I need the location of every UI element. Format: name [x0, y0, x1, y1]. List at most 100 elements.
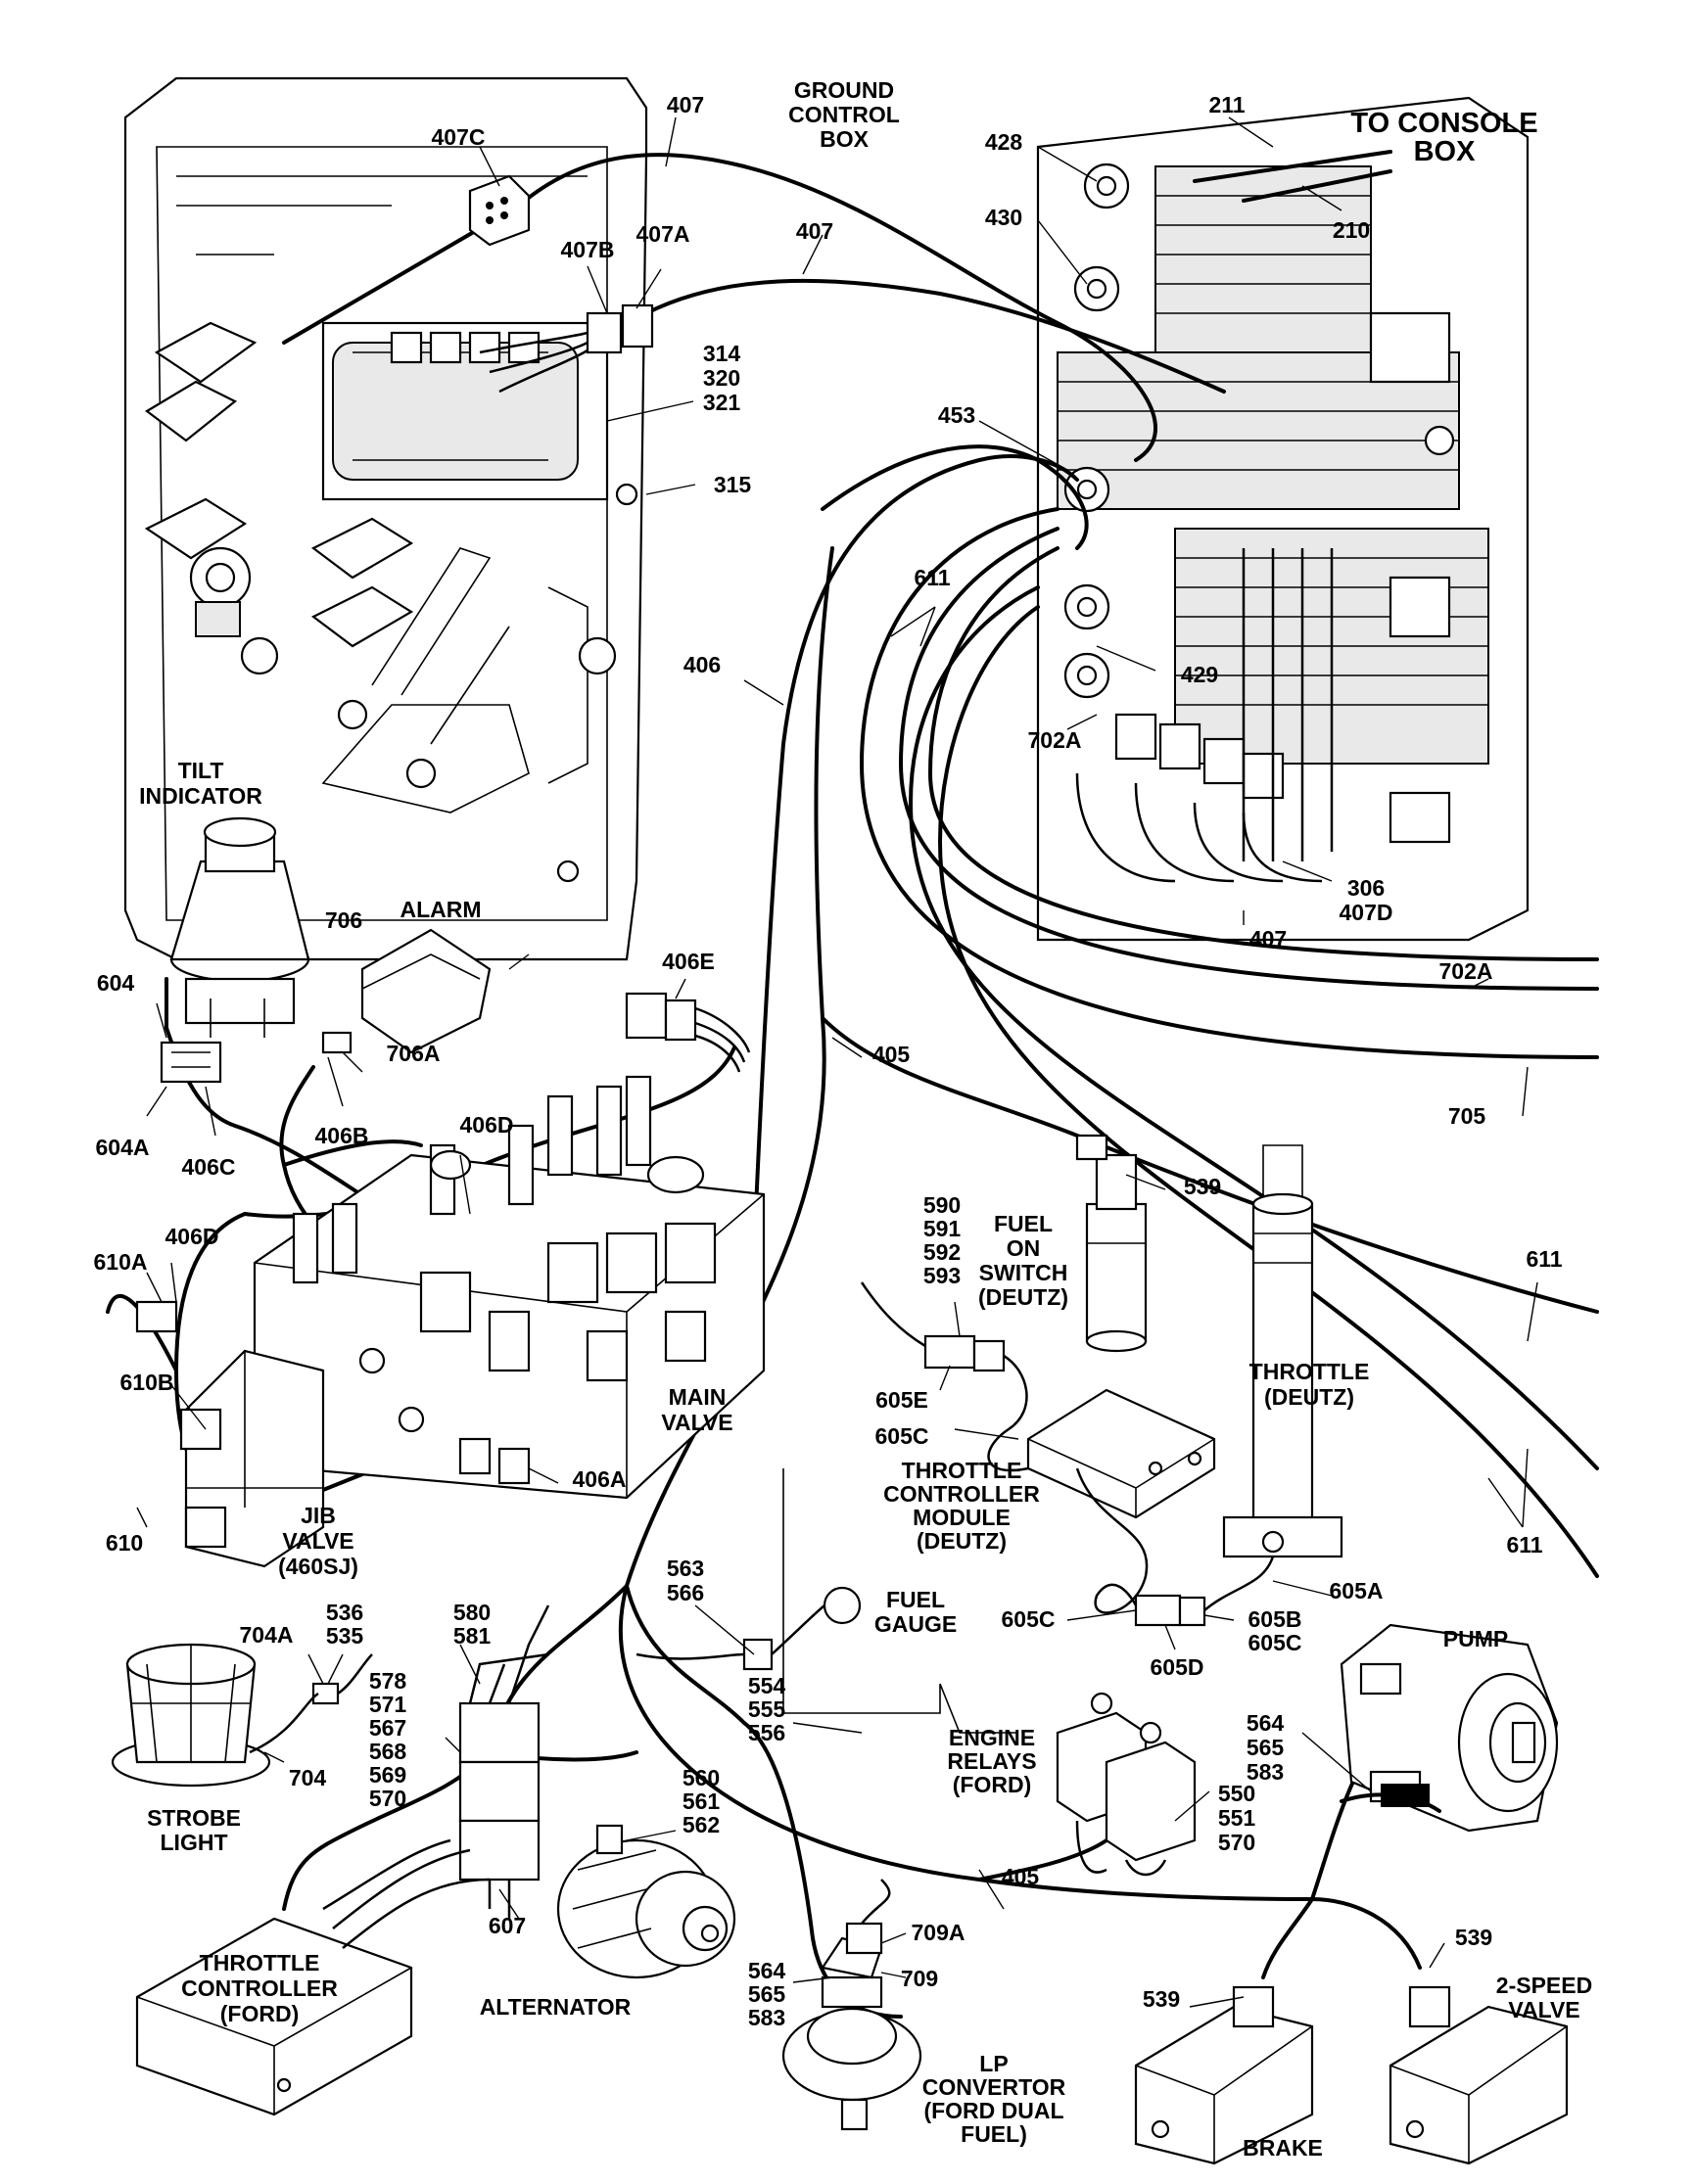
callout-539-brake: 539 — [1143, 1986, 1180, 2012]
callout-407-low: 407 — [1249, 926, 1287, 952]
callout-604a: 604A — [96, 1135, 150, 1160]
callout-611-top: 611 — [914, 565, 950, 590]
label-alternator: ALTERNATOR — [480, 1994, 632, 2020]
callout-611-low: 611 — [1506, 1532, 1542, 1557]
connector-605d — [1075, 1467, 1275, 1627]
callout-705: 705 — [1448, 1103, 1486, 1129]
callout-704: 704 — [289, 1765, 327, 1790]
callout-706: 706 — [325, 907, 362, 933]
callout-706a: 706A — [387, 1041, 441, 1066]
callout-406a: 406A — [573, 1466, 627, 1492]
fuel-on-switch — [1075, 1134, 1148, 1353]
callout-605a: 605A — [1330, 1578, 1384, 1603]
callout-407-top: 407 — [667, 92, 704, 117]
console-board — [1036, 96, 1530, 942]
callout-709: 709 — [901, 1966, 938, 1991]
callout-429: 429 — [1181, 662, 1218, 687]
callout-406d-main: 406D — [460, 1112, 514, 1138]
callout-405-low: 405 — [1002, 1864, 1040, 1889]
connector-604a — [160, 1041, 222, 1084]
callout-406d-left: 406D — [165, 1224, 219, 1249]
callout-704a: 704A — [240, 1622, 294, 1648]
fuel-gauge — [636, 1468, 1018, 1734]
callout-611-right: 611 — [1526, 1246, 1562, 1272]
callout-702a-top: 702A — [1028, 727, 1082, 753]
connector-407c — [468, 174, 531, 247]
callout-709a: 709A — [912, 1920, 965, 1945]
callout-610: 610 — [106, 1530, 143, 1556]
ground-control-box — [123, 76, 648, 961]
jib-valve — [135, 1300, 325, 1568]
callout-453: 453 — [938, 402, 975, 428]
callout-605c-mod: 605C — [875, 1423, 929, 1449]
callout-539-fuel: 539 — [1184, 1174, 1221, 1199]
callout-211: 211 — [1208, 92, 1245, 117]
callout-407a: 407A — [636, 221, 690, 247]
callout-406: 406 — [683, 652, 721, 677]
connector-406e — [625, 992, 751, 1073]
alternator — [556, 1824, 736, 1979]
brake-valve — [1134, 1985, 1314, 2165]
connector-590 — [860, 1281, 1029, 1472]
callout-430: 430 — [985, 205, 1022, 230]
label-throttle-deutz: THROTTLE(DEUTZ) — [1249, 1359, 1370, 1410]
callout-604: 604 — [97, 970, 135, 996]
tilt-indicator — [169, 816, 310, 1038]
callout-406b: 406B — [315, 1123, 369, 1148]
alarm — [321, 928, 492, 1054]
leader-lines — [136, 116, 1538, 2008]
throttle-deutz — [1222, 1144, 1343, 1558]
callout-407c: 407C — [432, 124, 486, 150]
callout-428: 428 — [985, 129, 1023, 155]
throttle-controller-ford — [135, 1838, 491, 2116]
lp-convertor — [781, 1879, 922, 2131]
callout-407-mid: 407 — [796, 218, 833, 244]
engine-relays-ford — [1056, 1692, 1197, 1877]
callout-607: 607 — [489, 1913, 526, 1938]
callout-315: 315 — [714, 472, 752, 497]
callout-210: 210 — [1333, 217, 1370, 243]
pump — [1340, 1623, 1559, 1833]
relay-stack-578 — [458, 1604, 550, 1919]
label-brake: BRAKE — [1243, 2135, 1323, 2161]
callout-610a: 610A — [94, 1249, 148, 1275]
connector-407ab — [479, 303, 654, 394]
throttle-controller-module — [1026, 1388, 1216, 1519]
callout-610b: 610B — [120, 1370, 174, 1395]
label-alarm: ALARM — [400, 897, 481, 922]
callout-605d: 605D — [1151, 1654, 1204, 1680]
two-speed-valve — [1389, 1985, 1569, 2165]
callout-405-mid: 405 — [872, 1042, 911, 1067]
callout-406c: 406C — [182, 1154, 236, 1180]
